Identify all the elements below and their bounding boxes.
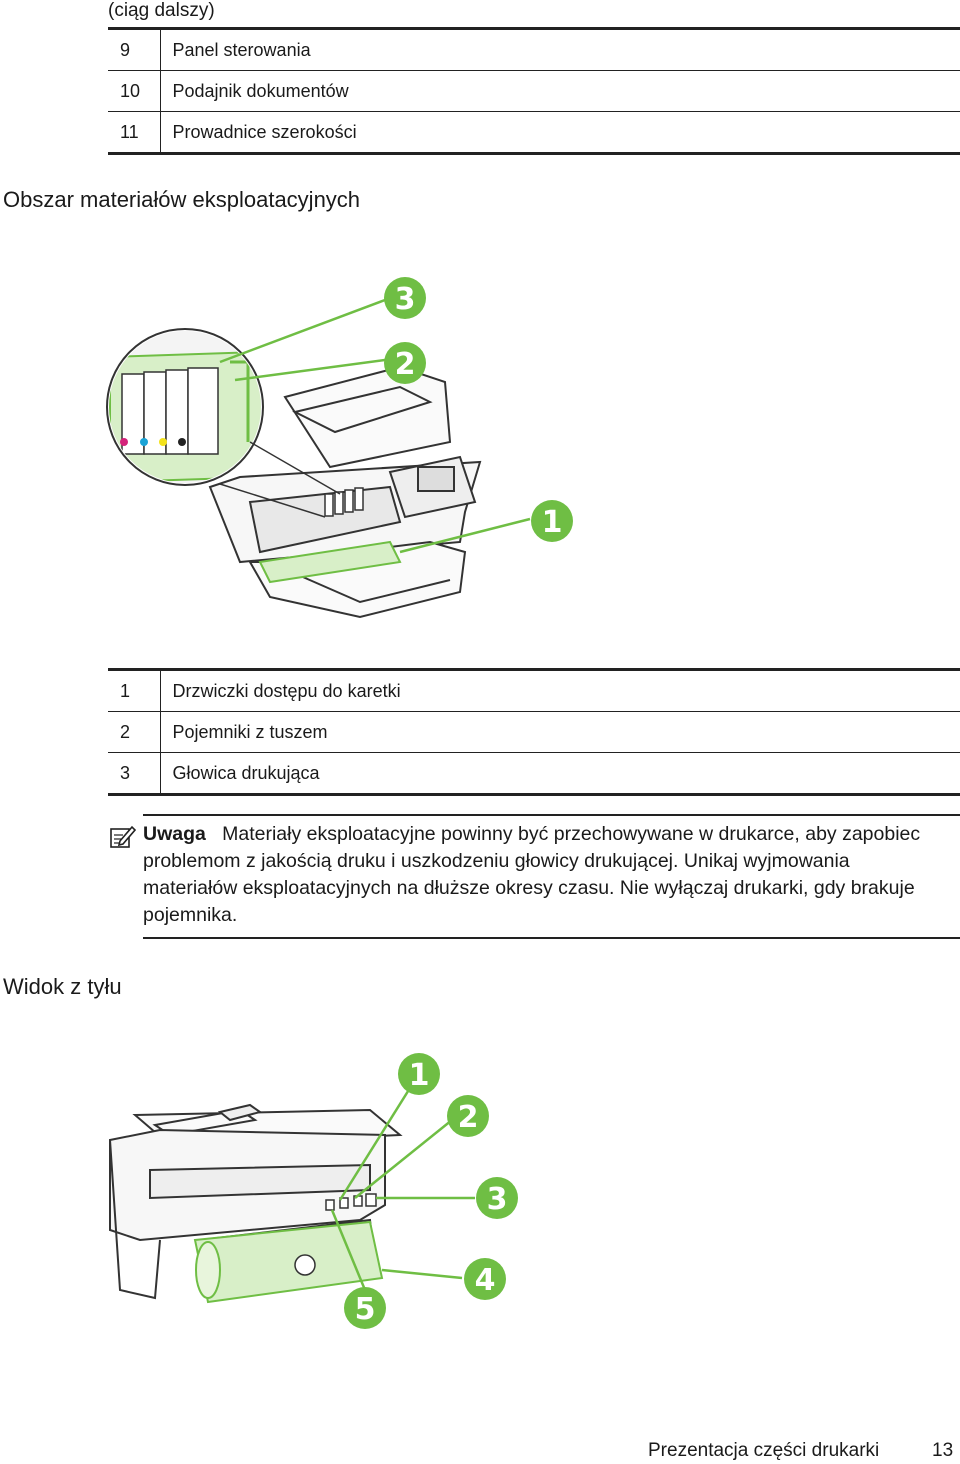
callout-3: 3 (384, 277, 426, 319)
table-row: 3 Głowica drukująca (108, 752, 960, 795)
note-block: Uwaga Materiały eksploatacyjne powinny b… (143, 821, 943, 929)
continued-label: (ciąg dalszy) (108, 0, 215, 21)
supplies-area-illustration: 3 2 1 (106, 277, 573, 619)
section-title-rear-view: Widok z tyłu (3, 974, 122, 999)
page-number: 13 (932, 1440, 954, 1461)
callout-5: 5 (344, 1287, 386, 1329)
note-label: Uwaga (143, 823, 206, 845)
rear-view-illustration: 1 2 3 4 5 (109, 1053, 518, 1329)
note-rule-bottom (143, 937, 960, 939)
callout-2: 2 (384, 342, 426, 384)
table-row: 11 Prowadnice szerokości (108, 111, 960, 154)
callout-2: 2 (447, 1095, 489, 1137)
row-number: 11 (108, 111, 161, 154)
callout-3-label: 3 (395, 282, 416, 317)
row-number: 9 (108, 28, 161, 71)
row-number: 1 (108, 669, 161, 712)
row-label: Podajnik dokumentów (160, 70, 960, 112)
callout-2-label: 2 (395, 347, 416, 382)
row-label: Głowica drukująca (160, 752, 960, 795)
row-number: 2 (108, 711, 161, 753)
table-row: 2 Pojemniki z tuszem (108, 711, 960, 753)
row-number: 10 (108, 70, 161, 112)
callout-4: 4 (464, 1258, 506, 1300)
callout-1: 1 (398, 1053, 440, 1095)
parts-table-top: 9 Panel sterowania 10 Podajnik dokumentó… (108, 27, 960, 155)
note-pencil-icon (110, 825, 136, 848)
callout-3: 3 (476, 1177, 518, 1219)
callout-1: 1 (531, 500, 573, 542)
callout-5-label: 5 (355, 1292, 376, 1327)
row-label: Pojemniki z tuszem (160, 711, 960, 753)
callout-1-label: 1 (409, 1058, 430, 1093)
callout-1-label: 1 (542, 505, 563, 540)
row-number: 3 (108, 752, 161, 795)
table-row: 10 Podajnik dokumentów (108, 70, 960, 112)
table-row: 1 Drzwiczki dostępu do karetki (108, 669, 960, 712)
row-label: Prowadnice szerokości (160, 111, 960, 154)
note-text: Materiały eksploatacyjne powinny być prz… (143, 823, 921, 926)
row-label: Panel sterowania (172, 39, 311, 60)
note-rule-top (143, 814, 960, 816)
table-row: 9 Panel sterowania (108, 28, 960, 71)
row-label: Drzwiczki dostępu do karetki (172, 680, 401, 701)
callout-2-label: 2 (458, 1100, 479, 1135)
callout-3-label: 3 (487, 1182, 508, 1217)
callout-4-label: 4 (475, 1263, 496, 1298)
section-title-supplies: Obszar materiałów eksploatacyjnych (3, 187, 361, 212)
parts-table-supplies: 1 Drzwiczki dostępu do karetki 2 Pojemni… (108, 668, 960, 796)
footer-chapter: Prezentacja części drukarki (648, 1440, 880, 1461)
